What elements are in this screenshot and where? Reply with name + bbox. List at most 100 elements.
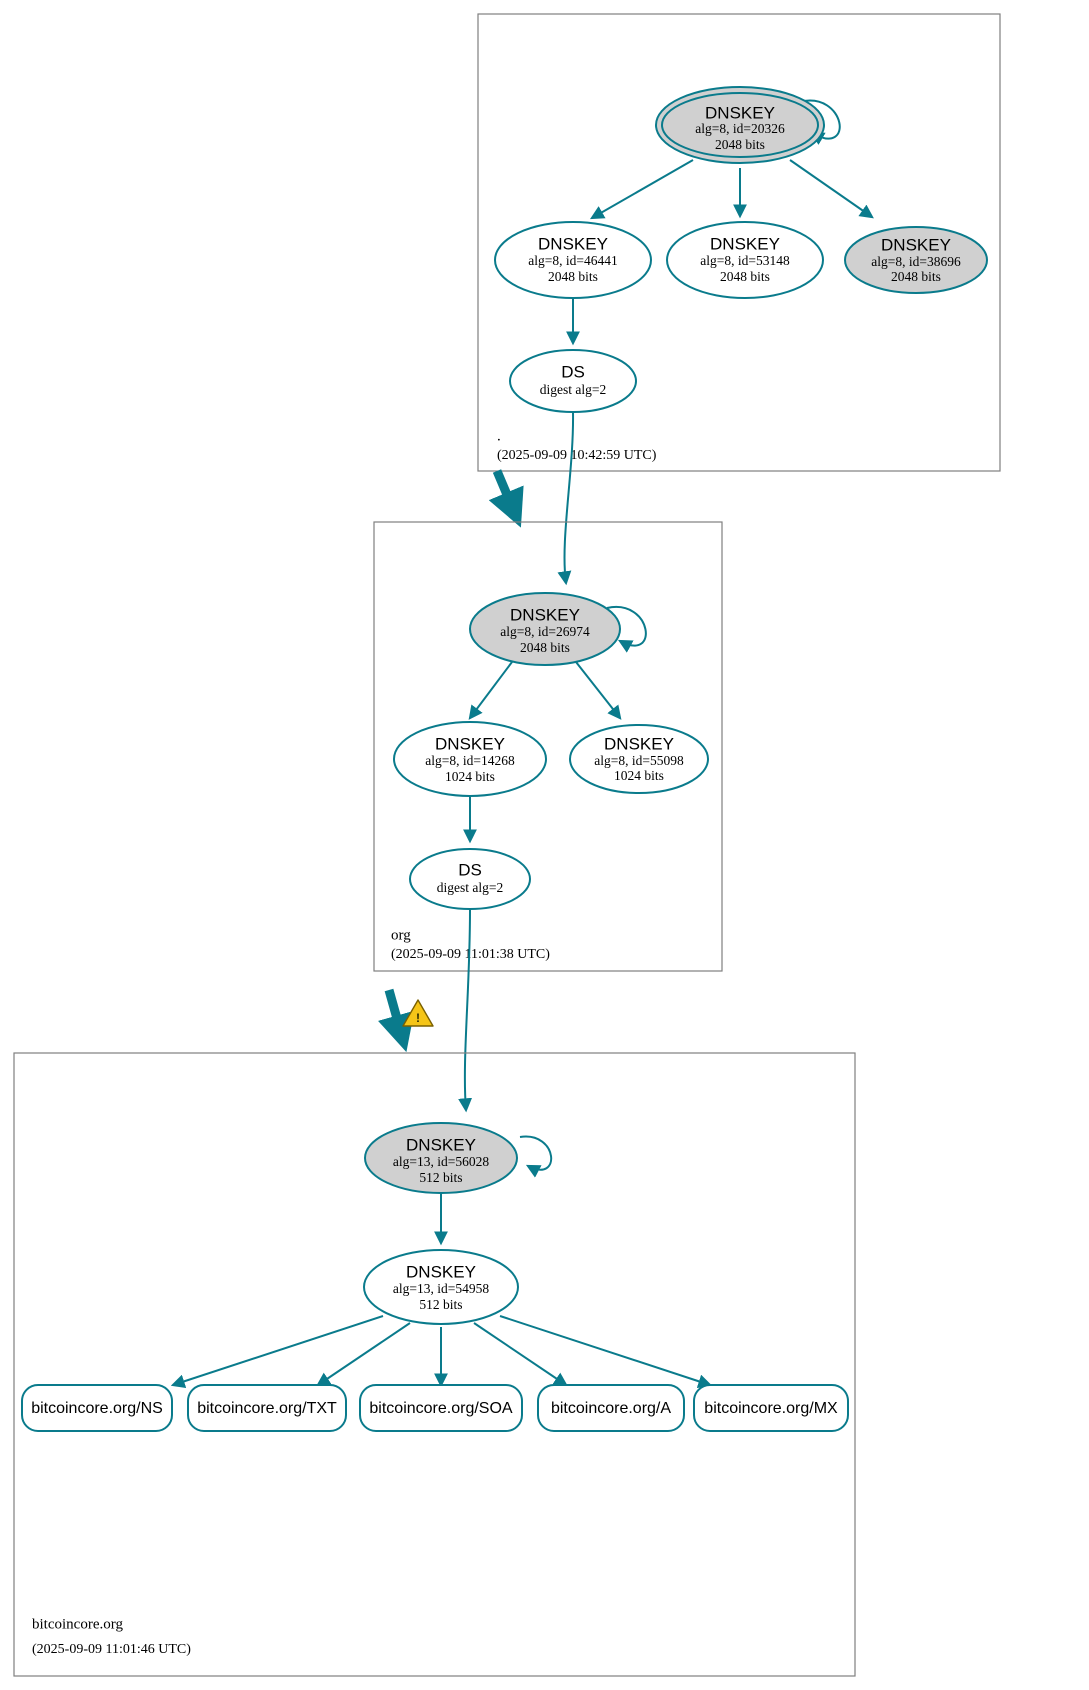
node-org-ksk-ellipse: [469, 592, 621, 666]
node-root-53148-ellipse: [666, 221, 824, 299]
node-root-53148-line2: alg=8, id=53148: [700, 253, 790, 268]
rrset-ns-box: [21, 1384, 173, 1432]
node-root-ds-line2: digest alg=2: [540, 382, 606, 397]
edge-root-ksk-to-46441: [589, 159, 694, 220]
node-root-ds[interactable]: DS digest alg=2: [509, 349, 637, 413]
zone-root-border: [477, 13, 1001, 472]
node-bc-zsk-line3: 512 bits: [419, 1297, 462, 1312]
rrset-bitcoincore-a[interactable]: bitcoincore.org/A: [537, 1384, 685, 1432]
node-root-46441-ellipse: [494, 221, 652, 299]
edge-org-ksk-to-55098: [575, 661, 622, 720]
zone-root-edges: [566, 99, 874, 346]
node-root-ds-title: DS: [561, 362, 585, 381]
node-org-14268-line2: alg=8, id=14268: [425, 753, 515, 768]
node-root-38696-line3: 2048 bits: [891, 269, 941, 284]
node-root-ksk-title: DNSKEY: [705, 103, 775, 122]
edge-delegation-root-to-org: [488, 469, 524, 528]
node-bc-zsk-ellipse: [363, 1249, 519, 1325]
edge-root-ksk-self: [798, 99, 841, 145]
zone-root: DNSKEY alg=8, id=20326 2048 bits DNSKEY …: [477, 13, 1001, 472]
node-bc-ksk-ellipse: [364, 1122, 518, 1194]
edge-org-ksk-to-14268: [468, 661, 513, 720]
warning-triangle-icon: [402, 999, 434, 1027]
node-root-dnskey-38696[interactable]: DNSKEY alg=8, id=38696 2048 bits: [844, 226, 988, 294]
node-org-ksk-line2: alg=8, id=26974: [500, 624, 590, 639]
node-org-ds-line2: digest alg=2: [437, 880, 503, 895]
node-org-ksk-title: DNSKEY: [510, 605, 580, 624]
node-org-14268-title: DNSKEY: [435, 734, 505, 753]
node-root-53148-title: DNSKEY: [710, 234, 780, 253]
node-org-ds[interactable]: DS digest alg=2: [409, 848, 531, 910]
rrset-bitcoincore-txt[interactable]: bitcoincore.org/TXT: [187, 1384, 347, 1432]
node-bc-ksk-line2: alg=13, id=56028: [393, 1154, 489, 1169]
node-org-dnskey-14268[interactable]: DNSKEY alg=8, id=14268 1024 bits: [393, 721, 547, 797]
node-root-46441-title: DNSKEY: [538, 234, 608, 253]
node-root-38696-ellipse: [844, 226, 988, 294]
node-bitcoincore-dnskey-54958[interactable]: DNSKEY alg=13, id=54958 512 bits: [363, 1249, 519, 1325]
rrset-bitcoincore-mx[interactable]: bitcoincore.org/MX: [693, 1384, 849, 1432]
rrset-soa-label: bitcoincore.org/SOA: [369, 1400, 513, 1417]
node-root-53148-line3: 2048 bits: [720, 269, 770, 284]
edge-bc-ksk-self: [519, 1135, 552, 1178]
edge-root-ds-to-org-ksk: [557, 411, 575, 586]
zone-root-name: .: [497, 428, 501, 444]
node-bc-zsk-title: DNSKEY: [406, 1262, 476, 1281]
node-org-dnskey-55098[interactable]: DNSKEY alg=8, id=55098 1024 bits: [569, 724, 709, 794]
rrset-soa-box: [359, 1384, 523, 1432]
rrset-txt-box: [187, 1384, 347, 1432]
node-root-38696-line2: alg=8, id=38696: [871, 254, 961, 269]
zone-org-name: org: [391, 927, 411, 943]
node-root-dnskey-53148[interactable]: DNSKEY alg=8, id=53148 2048 bits: [666, 221, 824, 299]
zone-org: DNSKEY alg=8, id=26974 2048 bits DNSKEY …: [373, 521, 723, 972]
zone-root-timestamp: (2025-09-09 10:42:59 UTC): [497, 448, 657, 463]
node-bc-ksk-line3: 512 bits: [419, 1170, 462, 1185]
edge-bc-zsk-to-txt: [316, 1322, 411, 1387]
rrset-a-box: [537, 1384, 685, 1432]
zone-bitcoincore-border: [13, 1052, 856, 1677]
node-root-46441-line2: alg=8, id=46441: [528, 253, 617, 268]
node-org-14268-ellipse: [393, 721, 547, 797]
edge-bc-zsk-to-mx: [499, 1315, 713, 1389]
node-org-ksk-dnskey-26974[interactable]: DNSKEY alg=8, id=26974 2048 bits: [469, 592, 621, 666]
node-root-46441-line3: 2048 bits: [548, 269, 598, 284]
node-root-dnskey-46441[interactable]: DNSKEY alg=8, id=46441 2048 bits: [494, 221, 652, 299]
zone-bitcoincore-edges: [170, 1135, 713, 1389]
node-bc-ksk-title: DNSKEY: [406, 1135, 476, 1154]
node-org-ksk-line3: 2048 bits: [520, 640, 570, 655]
node-root-38696-title: DNSKEY: [881, 235, 951, 254]
node-org-ds-title: DS: [458, 860, 482, 879]
rrset-mx-box: [693, 1384, 849, 1432]
node-org-55098-line3: 1024 bits: [614, 768, 664, 783]
edges-org-to-bitcoincore: [378, 909, 473, 1113]
zone-org-timestamp: (2025-09-09 11:01:38 UTC): [391, 947, 550, 962]
zone-org-border: [373, 521, 723, 972]
edge-delegation-org-to-bitcoincore: [378, 988, 415, 1053]
node-root-ksk-inner-ellipse: [661, 92, 819, 158]
node-org-ds-ellipse: [409, 848, 531, 910]
zone-bitcoincore: DNSKEY alg=13, id=56028 512 bits DNSKEY …: [13, 1052, 856, 1677]
node-bc-zsk-line2: alg=13, id=54958: [393, 1281, 489, 1296]
edge-bc-zsk-to-ns: [170, 1315, 384, 1389]
node-org-14268-line3: 1024 bits: [445, 769, 495, 784]
org-to-bitcoincore-warning[interactable]: !: [402, 999, 434, 1027]
zone-org-edges: [463, 605, 647, 844]
edges-root-to-org: [488, 411, 575, 586]
rrset-mx-label: bitcoincore.org/MX: [704, 1400, 838, 1417]
edge-org-ksk-self: [606, 605, 647, 653]
zone-bitcoincore-timestamp: (2025-09-09 11:01:46 UTC): [32, 1642, 191, 1657]
node-org-55098-line2: alg=8, id=55098: [594, 753, 684, 768]
node-bitcoincore-ksk-dnskey-56028[interactable]: DNSKEY alg=13, id=56028 512 bits: [364, 1122, 518, 1194]
rrset-ns-label: bitcoincore.org/NS: [31, 1400, 163, 1417]
node-root-ksk-dnskey-20326[interactable]: DNSKEY alg=8, id=20326 2048 bits: [655, 86, 825, 164]
rrset-bitcoincore-soa[interactable]: bitcoincore.org/SOA: [359, 1384, 523, 1432]
node-root-ksk-line3: 2048 bits: [715, 137, 765, 152]
node-org-55098-ellipse: [569, 724, 709, 794]
node-org-55098-title: DNSKEY: [604, 734, 674, 753]
edge-bc-zsk-to-a: [473, 1322, 568, 1387]
rrset-bitcoincore-ns[interactable]: bitcoincore.org/NS: [21, 1384, 173, 1432]
node-root-ksk-line2: alg=8, id=20326: [695, 121, 785, 136]
edge-root-ksk-to-38696: [789, 159, 874, 219]
warning-exclamation-glyph: !: [416, 1011, 420, 1025]
